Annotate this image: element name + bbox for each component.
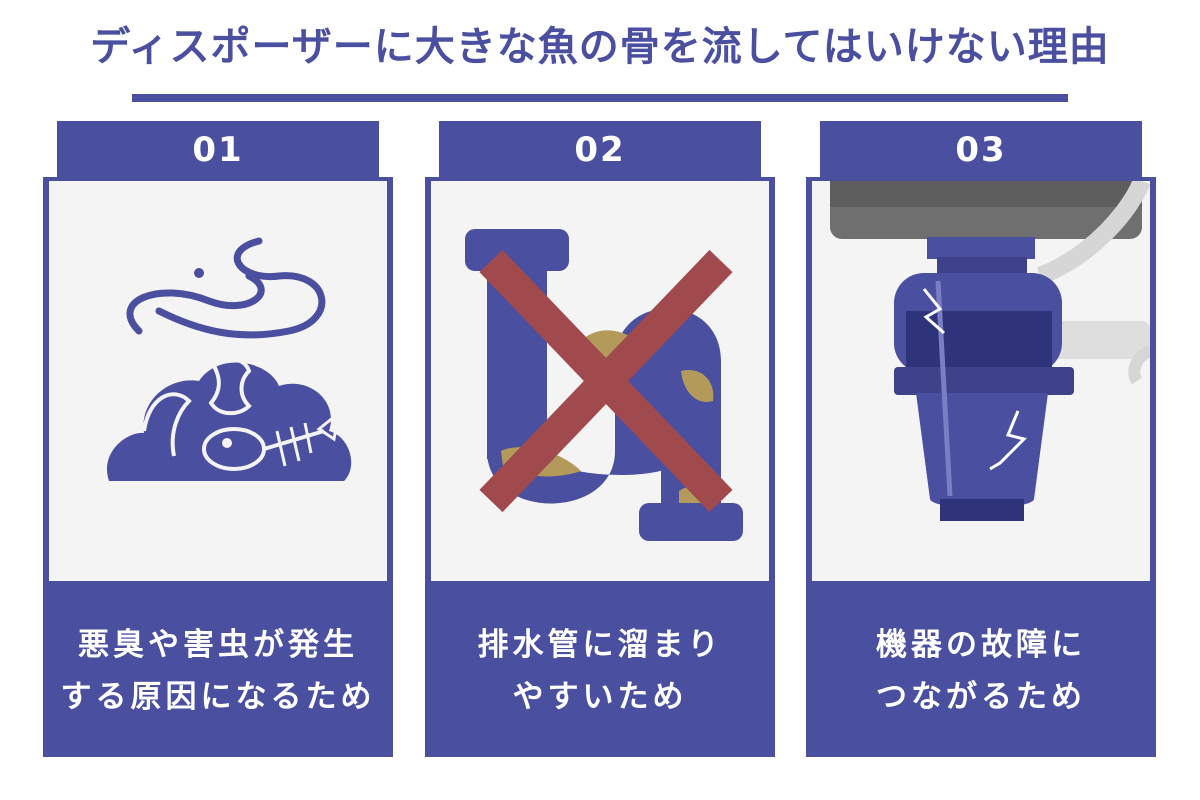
caption-line-1: 排水管に溜まり bbox=[477, 627, 723, 663]
card-caption: 機器の故障に つながるため bbox=[806, 591, 1156, 751]
reason-card-03: 03 機器の故障に つな bbox=[806, 121, 1156, 757]
card-number: 01 bbox=[57, 121, 379, 177]
broken-disposer-icon bbox=[830, 181, 1150, 521]
page-title: ディスポーザーに大きな魚の骨を流してはいけない理由 bbox=[90, 24, 1110, 70]
card-number: 02 bbox=[439, 121, 761, 177]
garbage-fish-bones-icon bbox=[107, 237, 352, 481]
card-illustration bbox=[49, 181, 387, 581]
reason-card-01: 01 悪臭や害虫が発生 する原因になるため bbox=[43, 121, 393, 757]
caption-line-1: 悪臭や害虫が発生 bbox=[78, 627, 358, 663]
caption-line-2: やすいため bbox=[512, 679, 688, 715]
caption-line-2: する原因になるため bbox=[60, 679, 376, 715]
clogged-pipe-crossed-icon bbox=[465, 229, 743, 541]
caption-line-1: 機器の故障に bbox=[876, 627, 1086, 663]
card-caption: 排水管に溜まり やすいため bbox=[425, 591, 775, 751]
card-caption: 悪臭や害虫が発生 する原因になるため bbox=[43, 591, 393, 751]
card-number: 03 bbox=[820, 121, 1142, 177]
card-illustration bbox=[431, 181, 769, 581]
reason-card-02: 02 排水管に溜まり やすいため bbox=[425, 121, 775, 757]
card-illustration bbox=[812, 181, 1150, 581]
caption-line-2: つながるため bbox=[876, 679, 1086, 715]
title-underline bbox=[132, 94, 1068, 102]
